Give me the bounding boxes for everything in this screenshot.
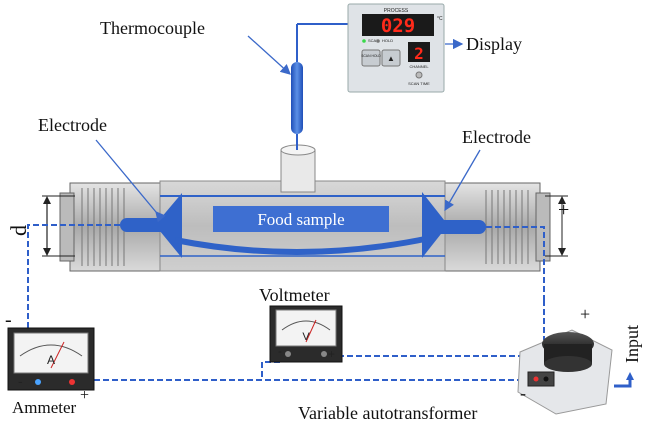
scan-led-icon: [362, 39, 366, 43]
electrode-right-label: Electrode: [462, 127, 531, 147]
autotransformer-label: Variable autotransformer: [298, 403, 477, 423]
thermocouple-label: Thermocouple: [100, 18, 205, 38]
display-unit: °C: [437, 16, 443, 22]
display-scan-label: SCAN: [368, 38, 379, 43]
scan-hold-button-label: SCAN HOLD: [361, 54, 381, 58]
temperature-display: PROCESS 029 °C SCAN HOLD 2 CHANNEL SCAN …: [347, 3, 445, 93]
display-channel-label: CHANNEL: [409, 64, 429, 69]
input-label: Input: [622, 325, 642, 363]
transformer-minus: -: [520, 383, 526, 403]
voltmeter: V: [269, 305, 343, 363]
display-process-label: PROCESS: [384, 8, 409, 14]
thermocouple-port: [280, 149, 316, 193]
voltmeter-plus: +: [328, 347, 335, 361]
left-terminal-minus: -: [5, 309, 12, 331]
transformer-plus: +: [580, 304, 590, 324]
current-path: [174, 235, 431, 256]
input-line: [614, 378, 632, 388]
ammeter-plus: +: [80, 387, 89, 404]
gap-label: d: [6, 225, 31, 236]
ammeter-symbol: A: [47, 353, 55, 367]
voltmeter-label: Voltmeter: [259, 285, 330, 305]
thermocouple-arrow: [247, 35, 291, 75]
display-hold-label: HOLD: [382, 38, 393, 43]
scan-time-knob-icon: [415, 71, 423, 79]
voltmeter-symbol: V: [302, 331, 310, 343]
right-dimension: [545, 195, 568, 257]
variable-autotransformer: [517, 329, 613, 415]
electrode-left-arrow: [95, 139, 166, 223]
display-channel-value: 2: [414, 44, 424, 63]
up-button-icon: ▲: [387, 54, 395, 63]
scan-hold-button[interactable]: [361, 49, 381, 67]
ammeter: A: [7, 327, 95, 391]
display-label: Display: [466, 34, 522, 54]
up-button[interactable]: [381, 49, 401, 67]
left-thread: [81, 188, 125, 266]
food-sample-label: Food sample: [257, 210, 344, 229]
electrode-left-label: Electrode: [38, 115, 107, 135]
circuit-wiring: [27, 224, 545, 381]
display-reading: 029: [381, 15, 415, 37]
hold-led-icon: [376, 39, 380, 43]
right-terminal-plus: +: [558, 199, 569, 221]
electrode-right-arrow: [444, 149, 481, 212]
right-electrode: [422, 192, 486, 258]
food-sample-bar: [213, 206, 389, 232]
ammeter-label: Ammeter: [12, 398, 77, 417]
ammeter-minus: -: [18, 373, 23, 389]
thermocouple-probe: [291, 23, 348, 150]
voltmeter-minus: -: [278, 344, 282, 358]
display-scan-time-label: SCAN TIME: [408, 81, 430, 86]
